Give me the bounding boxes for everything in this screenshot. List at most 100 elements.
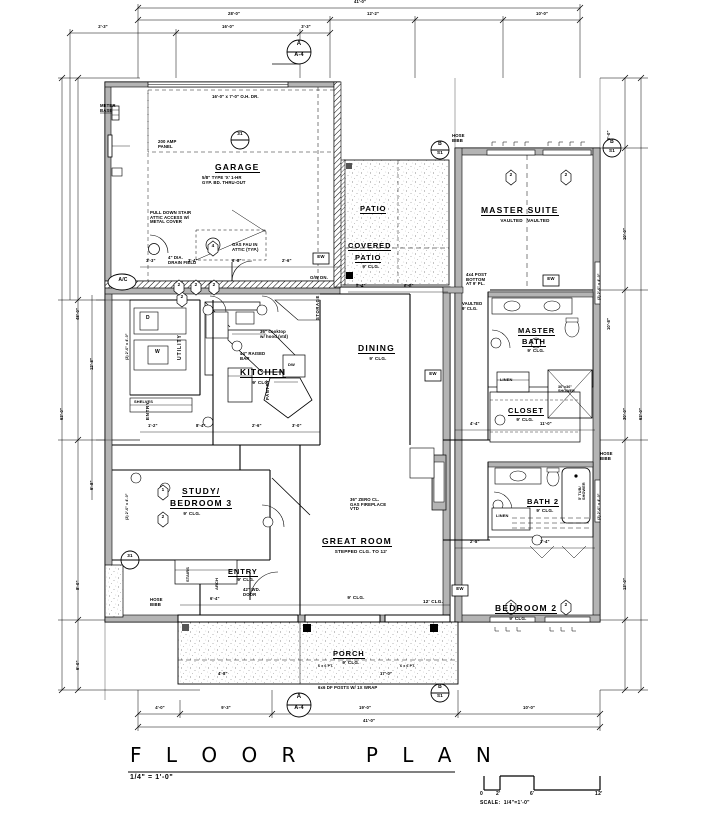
garage-door-note: 16'-0" x 7'-0" O.H. DR. bbox=[212, 94, 259, 99]
room-label-bedroom3: BEDROOM 3 bbox=[170, 498, 233, 509]
hose-bibb-note-2: HOSE BIBB bbox=[600, 451, 613, 461]
interior-dim-11: 4'-4" bbox=[470, 421, 480, 426]
room-label-dining: DINING bbox=[358, 343, 395, 354]
post-bottom-note: 4x4 POST BOTTOM AT 9' PL. bbox=[466, 272, 487, 286]
room-label-master-bath: MASTER bbox=[518, 326, 556, 336]
pantry-label: PANTRY bbox=[265, 379, 270, 400]
room-label-bath2: BATH 2 bbox=[527, 497, 559, 507]
dim-right-2: 30'-0" bbox=[622, 408, 627, 420]
overflow-down-note: O/W DN. bbox=[310, 275, 328, 280]
dining-ceiling-note: 9' CLG. bbox=[369, 356, 387, 361]
interior-dim-1: 3'-3" bbox=[146, 258, 156, 263]
bedroom3-ceiling-note: 9' CLG. bbox=[183, 511, 201, 516]
room-label-covered-2: PATIO bbox=[355, 253, 382, 263]
gas-fau-note: GAS FAU IN ATTIC (TYP.) bbox=[232, 242, 259, 252]
door-tag-2: 2 bbox=[194, 282, 198, 287]
clg-12-note: 12' CLG. bbox=[422, 599, 444, 604]
garage-gypsum-note: 5/8" TYPE 'X' 1-HR GYP. BD. THRU-OUT bbox=[202, 175, 246, 185]
section-marker-a2-bottom: A-4 bbox=[294, 705, 304, 711]
room-label-utility: UTILITY bbox=[177, 334, 183, 360]
dryer-label: D bbox=[146, 315, 150, 321]
shelves-label: SHELVES bbox=[134, 399, 154, 404]
dim-top-a-3: 3'-3" bbox=[301, 24, 311, 29]
window-tag-1: 2 bbox=[509, 172, 513, 177]
beam-label-2: EW bbox=[429, 371, 437, 376]
room-label-porch: PORCH bbox=[333, 649, 365, 659]
dim-bot-3: 19'-0" bbox=[359, 705, 371, 710]
interior-dim-7: 1'-2" bbox=[148, 423, 158, 428]
window-tag-5: 1 bbox=[161, 487, 165, 492]
dim-left-3: 6'-0" bbox=[75, 660, 80, 670]
room-label-great-room: GREAT ROOM bbox=[322, 536, 392, 547]
pulldown-stair-note: PULL DOWN STAIR ATTIC ACCESS W/ METAL CO… bbox=[150, 210, 192, 224]
meter-base-note: METER BASE bbox=[100, 103, 116, 113]
dim-bot-4: 10'-0" bbox=[523, 705, 535, 710]
room-label-patio: PATIO bbox=[360, 204, 387, 214]
master-bath-ceiling-note: 9' CLG. bbox=[527, 348, 545, 353]
washer-label: W bbox=[155, 349, 160, 355]
interior-dim-2: 3'-4" bbox=[188, 258, 198, 263]
dim-overall-top: 41'-0" bbox=[354, 0, 366, 4]
room-label-bedroom2: BEDROOM 2 bbox=[495, 603, 558, 614]
dim-right-overall: 63'-0" bbox=[638, 408, 643, 420]
dim-top-a-1: 2'-3" bbox=[98, 24, 108, 29]
door-tag-3: 2 bbox=[177, 282, 181, 287]
section-marker-b3-bottom: S1 bbox=[436, 693, 444, 698]
dim-left-2: 8'-0" bbox=[75, 580, 80, 590]
dim-right-1: 10'-0" bbox=[622, 228, 627, 240]
closet-ceiling-note: 9' CLG. bbox=[516, 417, 534, 422]
door-tag-1: 2 bbox=[212, 282, 216, 287]
room-label-entry: ENTRY bbox=[228, 567, 258, 577]
room-label-closet: CLOSET bbox=[508, 406, 544, 416]
bedroom2-ceiling-note: 9' CLG. bbox=[509, 616, 527, 621]
entry-ceiling-note: 9' CLG. bbox=[237, 577, 255, 582]
clg-9-note: 9' CLG. bbox=[347, 595, 365, 600]
interior-dim-17: 4'-8" bbox=[218, 671, 228, 676]
dim-top-b-2: 12'-2" bbox=[367, 11, 379, 16]
interior-dim-6: 6'-8" bbox=[404, 283, 414, 288]
linen-label-2: LINEN bbox=[496, 513, 509, 518]
room-label-entry-2: ENTRY bbox=[145, 401, 150, 420]
linen-label: LINEN bbox=[500, 377, 513, 382]
window-tag-4: 2 bbox=[564, 602, 568, 607]
room-label-study: STUDY/ bbox=[182, 486, 221, 497]
window-tag-3: 2 bbox=[509, 602, 513, 607]
stairs-label: STAIRS bbox=[185, 567, 190, 582]
dim-bot-1: 4'-0" bbox=[155, 705, 165, 710]
dim-bot-total: 41'-0" bbox=[363, 718, 375, 723]
detail-circle-garage: 31 bbox=[237, 131, 243, 136]
interior-dim-4: 2'-6" bbox=[282, 258, 292, 263]
scale-tick-2: 2' bbox=[496, 791, 501, 797]
interior-dim-5: 5'-4" bbox=[356, 283, 366, 288]
section-marker-b3-top: B bbox=[438, 684, 442, 690]
posts-note: 6x6 DF POSTS W/ 1X WRAP bbox=[318, 685, 378, 690]
section-marker-a-top: A bbox=[296, 41, 302, 47]
post-6x6-b: 6 x 6 PT. bbox=[400, 664, 416, 668]
dim-top-a-2: 16'-0" bbox=[222, 24, 234, 29]
hose-bibb-note-3: HOSE BIBB bbox=[150, 597, 163, 607]
window-note-a: (2) 2'-6" x 4'-0" bbox=[597, 273, 601, 300]
shower-36-note: 36"x36" SHOWER bbox=[558, 385, 575, 393]
room-label-master-bath-2: BATH bbox=[522, 337, 546, 347]
section-marker-b-bottom: S1 bbox=[436, 150, 444, 155]
title-scale: 1/4" = 1'-0" bbox=[130, 774, 174, 781]
vaulted-note: VAULTED 9' CLG. bbox=[462, 301, 483, 311]
drain-field-note: 4" DIA. DRAIN FIELD bbox=[168, 255, 197, 265]
ac-unit-tag: A/C bbox=[118, 277, 128, 283]
dishwasher-label: DW bbox=[288, 362, 295, 367]
scale-tick-6: 6' bbox=[530, 791, 535, 797]
tub-shower-note: 5' TUB/ SHOWER bbox=[578, 482, 586, 500]
post-6x6-a: 6 x 6 PT. bbox=[318, 664, 334, 668]
interior-dim-16: 17'-0" bbox=[380, 671, 392, 676]
window-note-d: (2) 2'-6" x 4'-0" bbox=[125, 493, 129, 520]
attic-access-tag: 4 bbox=[211, 243, 215, 248]
section-marker-b-top: B bbox=[438, 141, 442, 147]
dim-right-3: 13'-0" bbox=[622, 578, 627, 590]
fireplace-note: 36" ZERO CL. GAS FIREPLACE VTD bbox=[350, 497, 387, 511]
dim-top-b-3: 10'-0" bbox=[536, 11, 548, 16]
kitchen-ceiling-note: 9' CLG. bbox=[252, 380, 270, 385]
window-note-c: (2) 2'-6" x 4'-0" bbox=[125, 333, 129, 360]
room-label-kitchen: KITCHEN bbox=[240, 367, 287, 378]
